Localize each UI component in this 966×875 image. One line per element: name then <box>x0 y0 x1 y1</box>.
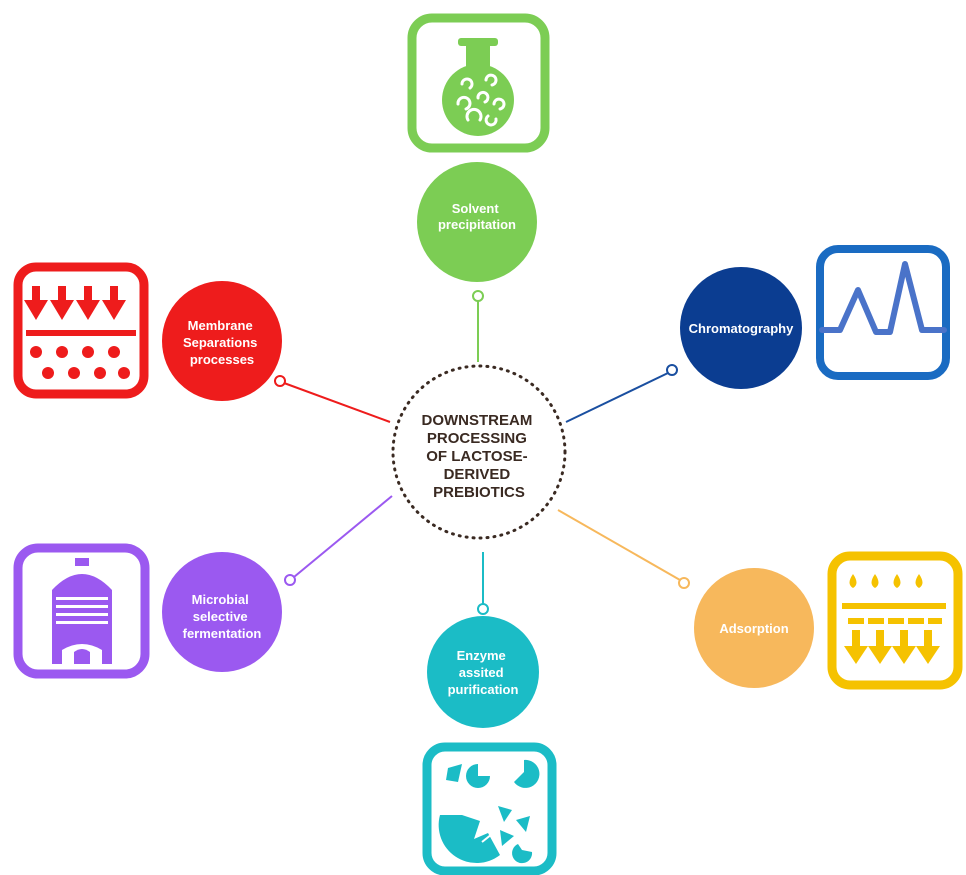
center-title-line: OF LACTOSE- <box>426 448 527 465</box>
connectors <box>274 290 690 615</box>
node-solvent-precipitation: Solvent precipitation <box>407 13 550 282</box>
connector-dot-solvent <box>472 290 484 302</box>
connector-dot-enzyme <box>477 603 489 615</box>
node-label: Enzyme assited purification <box>448 648 519 697</box>
fermenter-tank-icon <box>13 543 150 679</box>
node-circle <box>427 616 539 728</box>
connector-membrane <box>283 382 391 423</box>
center-title-line: DERIVED <box>444 466 511 483</box>
connector-dot-microbial <box>284 574 296 586</box>
node-label: Membrane Separations processes <box>183 318 261 367</box>
connector-adsorption <box>557 509 681 581</box>
node-circle <box>694 568 814 688</box>
flask-icon <box>407 13 550 153</box>
node-membrane-separation: Membrane Separations processes <box>13 262 282 401</box>
center-hub: DOWNSTREAM PROCESSING OF LACTOSE- DERIVE… <box>391 364 567 540</box>
connector-chromatography <box>565 372 669 423</box>
broken-fragments-icon <box>422 742 557 875</box>
node-chromatography: Chromatography <box>680 245 950 389</box>
center-title: DOWNSTREAM PROCESSING OF LACTOSE- DERIVE… <box>422 412 537 501</box>
connector-dot-chromatography <box>666 364 678 376</box>
connector-dot-adsorption <box>678 577 690 589</box>
connector-dot-membrane <box>274 375 286 387</box>
node-label: Microbial selective fermentation <box>183 592 262 641</box>
chromatogram-peaks-icon <box>816 245 950 380</box>
node-label: Chromatography <box>689 321 795 336</box>
node-circle <box>162 281 282 401</box>
center-title-line: PREBIOTICS <box>433 484 525 501</box>
node-adsorption: Adsorption <box>694 551 963 690</box>
node-label: Adsorption <box>719 621 788 636</box>
node-microbial-fermentation: Microbial selective fermentation <box>13 543 282 679</box>
node-circle <box>680 267 802 389</box>
adsorption-drops-icon <box>827 551 963 690</box>
center-hub-ring <box>391 364 567 540</box>
membrane-filter-icon <box>13 262 149 399</box>
node-circle <box>162 552 282 672</box>
center-title-line: PROCESSING <box>427 430 527 447</box>
node-enzyme-purification: Enzyme assited purification <box>422 616 557 875</box>
node-circle <box>417 162 537 282</box>
center-title-line: DOWNSTREAM <box>422 412 533 429</box>
connector-microbial <box>293 495 393 578</box>
node-label: Solvent precipitation <box>438 201 516 232</box>
